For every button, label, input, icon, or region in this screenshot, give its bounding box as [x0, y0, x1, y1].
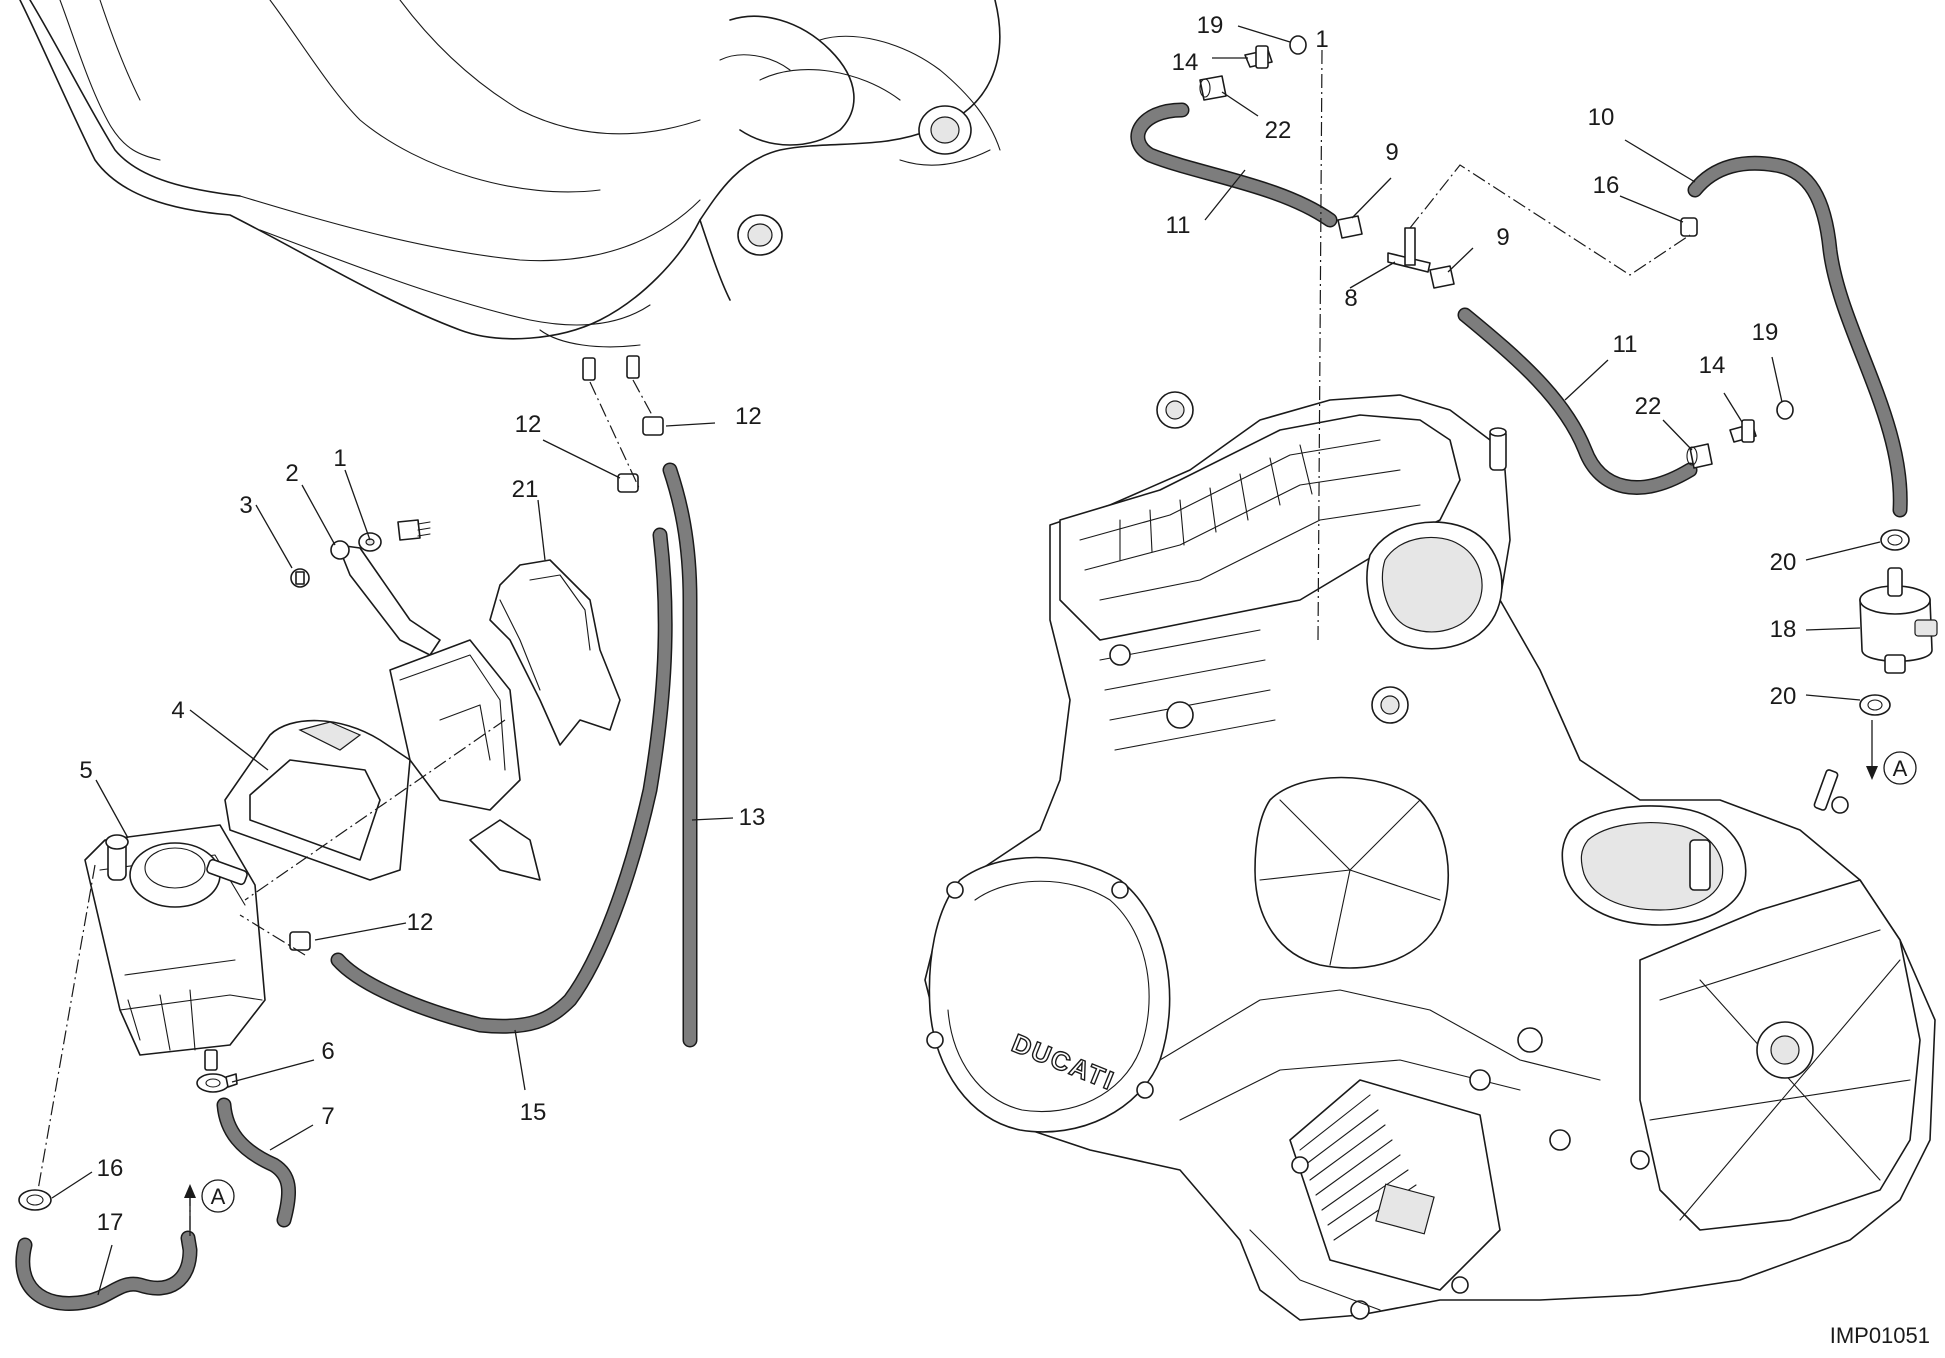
small-fittings	[1199, 35, 1938, 716]
callout-16-right: 16	[1593, 172, 1620, 199]
callout-11-lower: 11	[1613, 331, 1638, 358]
arrow-marker-a-left: A	[211, 1184, 226, 1209]
callout-1-top: 1	[1315, 26, 1328, 53]
hose-15	[330, 527, 673, 1034]
hose-17	[15, 1230, 198, 1311]
hose-10	[1687, 155, 1908, 518]
callout-9-lower: 9	[1496, 224, 1509, 251]
callout-20-upper: 20	[1770, 549, 1797, 576]
callout-9-upper: 9	[1385, 139, 1398, 166]
callout-15: 15	[520, 1099, 547, 1126]
arrow-a-right: A	[1866, 720, 1917, 785]
bracket-parts	[224, 519, 621, 881]
hose-11-lower	[1457, 307, 1698, 495]
right-center-lines	[1317, 49, 1691, 641]
callout-14-top: 14	[1172, 49, 1199, 76]
callout-17: 17	[97, 1209, 124, 1236]
leader-lines	[51, 25, 1881, 1296]
clamp-16-left	[18, 1189, 52, 1211]
callout-18: 18	[1770, 616, 1797, 643]
hose-11-upper	[1130, 102, 1338, 228]
callout-7: 7	[321, 1103, 334, 1130]
callout-21: 21	[512, 476, 539, 503]
callout-labels: 1 2 3 21 4 5 12 12 12 13 15 6 7 16 17 19…	[79, 12, 1796, 1236]
clamp-6	[196, 1073, 238, 1093]
callout-14-lower: 14	[1699, 352, 1726, 379]
diagram-reference-code: IMP01051	[1830, 1323, 1930, 1348]
callout-3: 3	[239, 492, 252, 519]
callout-8: 8	[1344, 285, 1357, 312]
callout-16-left: 16	[97, 1155, 124, 1182]
left-center-lines	[37, 379, 653, 1230]
hose-13	[662, 462, 698, 1048]
callout-2: 2	[285, 460, 298, 487]
callout-12-lower: 12	[407, 909, 434, 936]
callout-5: 5	[79, 757, 92, 784]
callout-22-top: 22	[1265, 117, 1292, 144]
reservoir-5	[84, 824, 266, 1071]
callout-20-lower: 20	[1770, 683, 1797, 710]
callout-4: 4	[171, 697, 184, 724]
clamps-12	[289, 416, 664, 951]
callout-12-upper-left: 12	[515, 411, 542, 438]
callout-19-lower: 19	[1752, 319, 1779, 346]
callout-11-upper: 11	[1166, 212, 1191, 239]
callout-10: 10	[1588, 104, 1615, 131]
arrow-a-left: A	[184, 1179, 235, 1236]
callout-12-upper-right: 12	[735, 403, 762, 430]
arrow-marker-a-right: A	[1893, 756, 1908, 781]
engine-block: DUCATI	[924, 391, 1936, 1321]
callout-22-lower: 22	[1635, 393, 1662, 420]
callout-6: 6	[321, 1038, 334, 1065]
callout-13: 13	[739, 804, 766, 831]
airbox-assembly	[19, 0, 1001, 381]
callout-1: 1	[333, 445, 346, 472]
callout-19-top: 19	[1197, 12, 1224, 39]
hose-7	[216, 1097, 297, 1228]
